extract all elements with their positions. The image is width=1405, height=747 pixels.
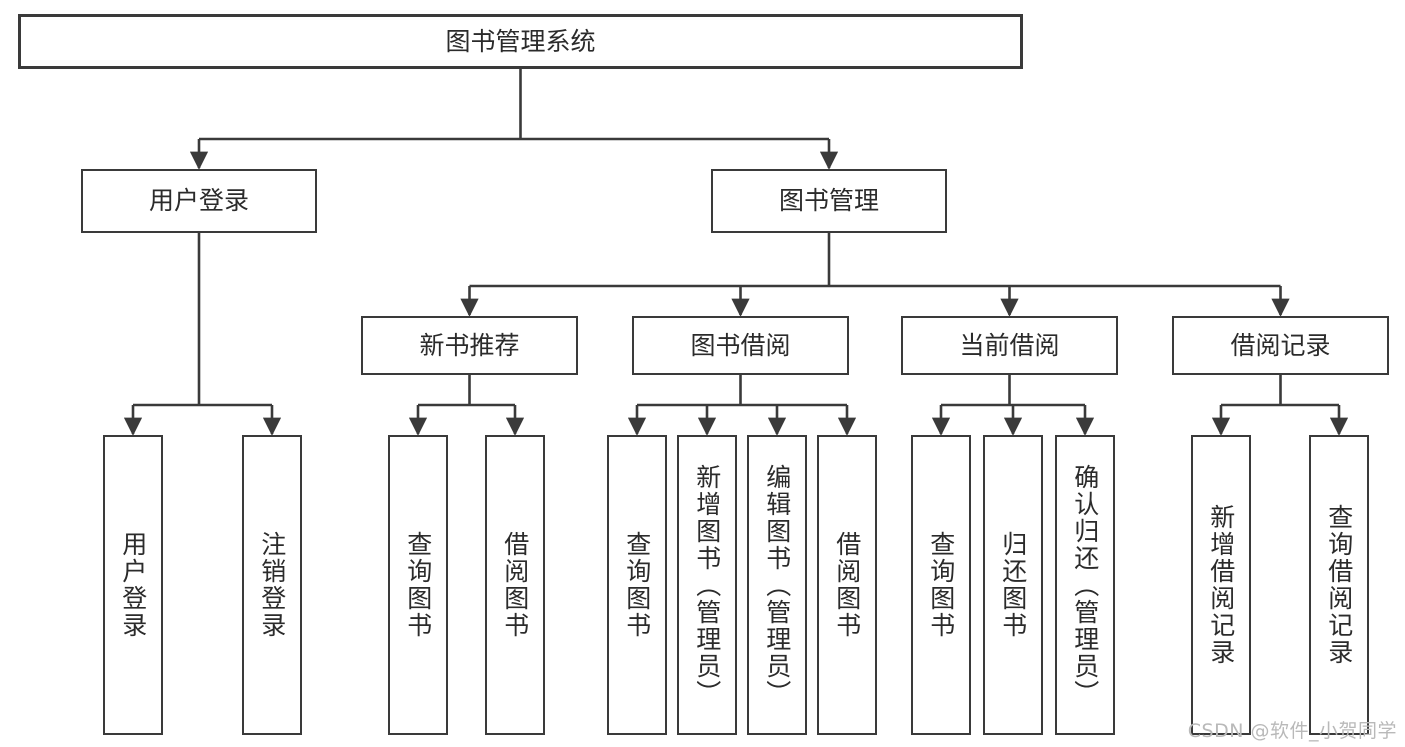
node-l-query-book-1[interactable]: 查询图书 (388, 435, 448, 735)
node-l-edit-book[interactable]: 编辑图书（管理员） (747, 435, 807, 735)
node-label: 查询图书 (926, 531, 956, 639)
node-n-current-borrow[interactable]: 当前借阅 (901, 316, 1118, 375)
node-l-user-logout[interactable]: 注销登录 (242, 435, 302, 735)
node-label: 借阅图书 (832, 531, 862, 639)
node-l-query-book-3[interactable]: 查询图书 (911, 435, 971, 735)
node-l-query-record[interactable]: 查询借阅记录 (1309, 435, 1369, 735)
node-label: 查询图书 (622, 531, 652, 639)
node-label: 新增借阅记录 (1206, 504, 1236, 666)
node-label: 注销登录 (257, 531, 287, 639)
watermark-text: CSDN @软件_小贺同学 (1187, 720, 1397, 742)
node-label: 借阅记录 (1230, 330, 1331, 360)
node-l-query-book-2[interactable]: 查询图书 (607, 435, 667, 735)
node-n-borrow-record[interactable]: 借阅记录 (1172, 316, 1389, 375)
node-label: 图书管理 (778, 186, 879, 216)
node-l-add-record[interactable]: 新增借阅记录 (1191, 435, 1251, 735)
node-label: 用户登录 (148, 186, 249, 216)
node-label: 编辑图书（管理员） (762, 463, 792, 707)
node-l-add-book[interactable]: 新增图书（管理员） (677, 435, 737, 735)
node-l-confirm-return[interactable]: 确认归还（管理员） (1055, 435, 1115, 735)
node-label: 当前借阅 (959, 330, 1060, 360)
node-label: 归还图书 (998, 531, 1028, 639)
node-n-new-book-rec[interactable]: 新书推荐 (361, 316, 578, 375)
node-label: 借阅图书 (500, 531, 530, 639)
edge-paths (123, 69, 1349, 436)
node-l-borrow-book-2[interactable]: 借阅图书 (817, 435, 877, 735)
node-label: 用户登录 (118, 531, 148, 639)
node-n-book-borrow[interactable]: 图书借阅 (632, 316, 849, 375)
node-label: 图书借阅 (690, 330, 791, 360)
node-label: 查询借阅记录 (1324, 504, 1354, 666)
node-label: 新书推荐 (419, 330, 520, 360)
node-n-user-login[interactable]: 用户登录 (81, 169, 317, 233)
node-l-borrow-book-1[interactable]: 借阅图书 (485, 435, 545, 735)
node-l-return-book[interactable]: 归还图书 (983, 435, 1043, 735)
node-label: 查询图书 (403, 531, 433, 639)
node-n-book-manage[interactable]: 图书管理 (711, 169, 947, 233)
node-label: 新增图书（管理员） (692, 463, 722, 707)
node-l-user-login[interactable]: 用户登录 (103, 435, 163, 735)
node-label: 确认归还（管理员） (1070, 463, 1100, 707)
node-root[interactable]: 图书管理系统 (18, 14, 1023, 69)
node-label: 图书管理系统 (445, 26, 596, 56)
